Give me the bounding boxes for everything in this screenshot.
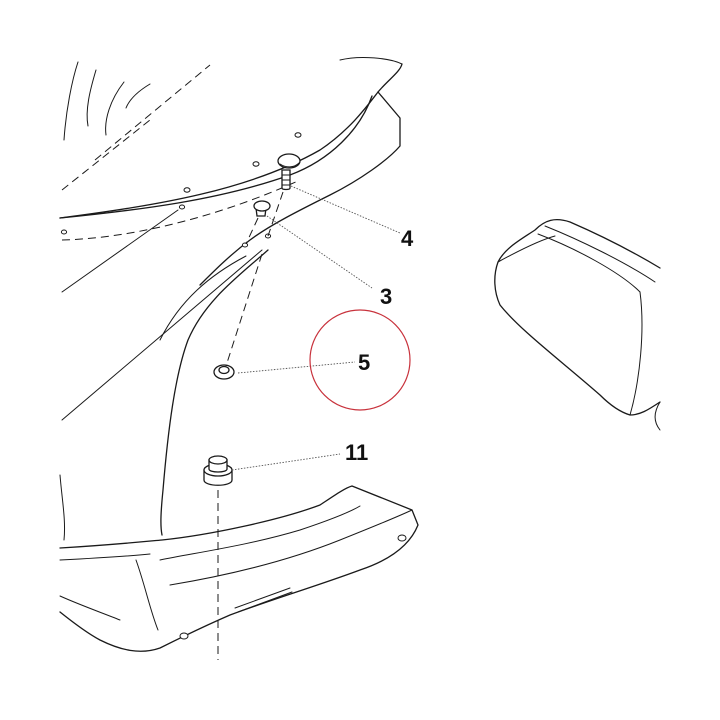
housing-body xyxy=(59,56,419,652)
screw-part-4 xyxy=(277,153,301,191)
leader-lines xyxy=(231,185,401,471)
right-cover-part xyxy=(494,219,661,431)
highlight-ring xyxy=(309,309,411,411)
callout-label-5: 5 xyxy=(358,350,370,375)
callout-label-11: 11 xyxy=(345,440,368,465)
assembly-lines xyxy=(217,191,284,660)
callout-label-4: 4 xyxy=(401,226,414,251)
mounting-holes xyxy=(60,132,407,640)
bushing-part-11 xyxy=(203,455,233,486)
pin-part-3 xyxy=(253,200,271,217)
callout-label-3: 3 xyxy=(380,284,392,309)
clip-part-5 xyxy=(213,364,235,380)
